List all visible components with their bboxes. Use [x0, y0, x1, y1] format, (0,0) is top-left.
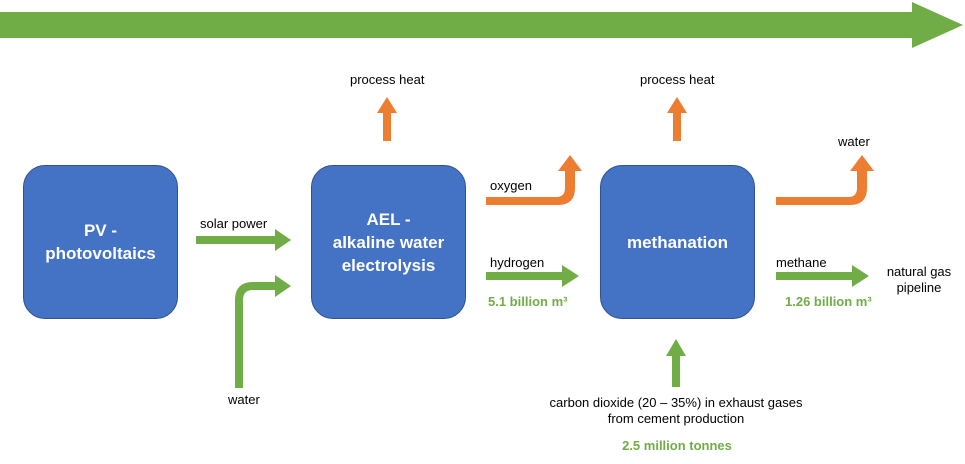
- methane-amount: 1.26 billion m³: [785, 294, 872, 309]
- process-heat-arrow-2: [667, 97, 687, 141]
- solar-power-arrow: [196, 229, 291, 251]
- carbon-dioxide-arrow: [666, 339, 686, 387]
- pv-box-line1: PV -: [83, 221, 118, 240]
- ael-box-line3: electrolysis: [341, 255, 436, 275]
- oxygen-label: oxygen: [490, 178, 532, 193]
- natural-gas-label-line2: pipeline: [896, 280, 942, 295]
- pv-box-line2: photovoltaics: [45, 244, 156, 263]
- pv-box: PV - photovoltaics: [23, 165, 178, 319]
- water-input-label: water: [228, 392, 260, 407]
- process-heat-label-1: process heat: [350, 72, 425, 87]
- oxygen-arrow: [486, 155, 582, 205]
- water-output-label: water: [838, 134, 870, 149]
- solar-power-label: solar power: [200, 216, 268, 231]
- carbon-dioxide-label: carbon dioxide (20 – 35%) in exhaust gas…: [537, 395, 815, 427]
- hydrogen-arrow: [486, 265, 579, 287]
- carbon-dioxide-amount: 2.5 million tonnes: [622, 438, 732, 453]
- hydrogen-amount: 5.1 billion m³: [488, 294, 568, 309]
- process-heat-arrow-1: [377, 97, 397, 141]
- water-input-arrow: [235, 275, 291, 388]
- process-direction-arrow: [0, 2, 963, 48]
- methane-label: methane: [776, 255, 827, 270]
- hydrogen-label: hydrogen: [490, 255, 545, 270]
- carbon-dioxide-label-line2: from cement production: [607, 411, 745, 426]
- carbon-dioxide-label-line1: carbon dioxide (20 – 35%) in exhaust gas…: [549, 395, 803, 410]
- process-heat-label-2: process heat: [640, 72, 715, 87]
- methanation-box-label: methanation: [626, 232, 729, 252]
- water-output-arrow: [776, 155, 874, 205]
- ael-box-line1: AEL -: [366, 209, 411, 229]
- methanation-box: methanation: [600, 165, 755, 319]
- ael-box-line2: alkaline water: [332, 232, 445, 252]
- natural-gas-label-line1: natural gas: [886, 264, 952, 279]
- ael-box: AEL - alkaline water electrolysis: [311, 165, 466, 319]
- methane-arrow: [776, 265, 869, 287]
- natural-gas-pipeline-label: natural gas pipeline: [879, 264, 959, 296]
